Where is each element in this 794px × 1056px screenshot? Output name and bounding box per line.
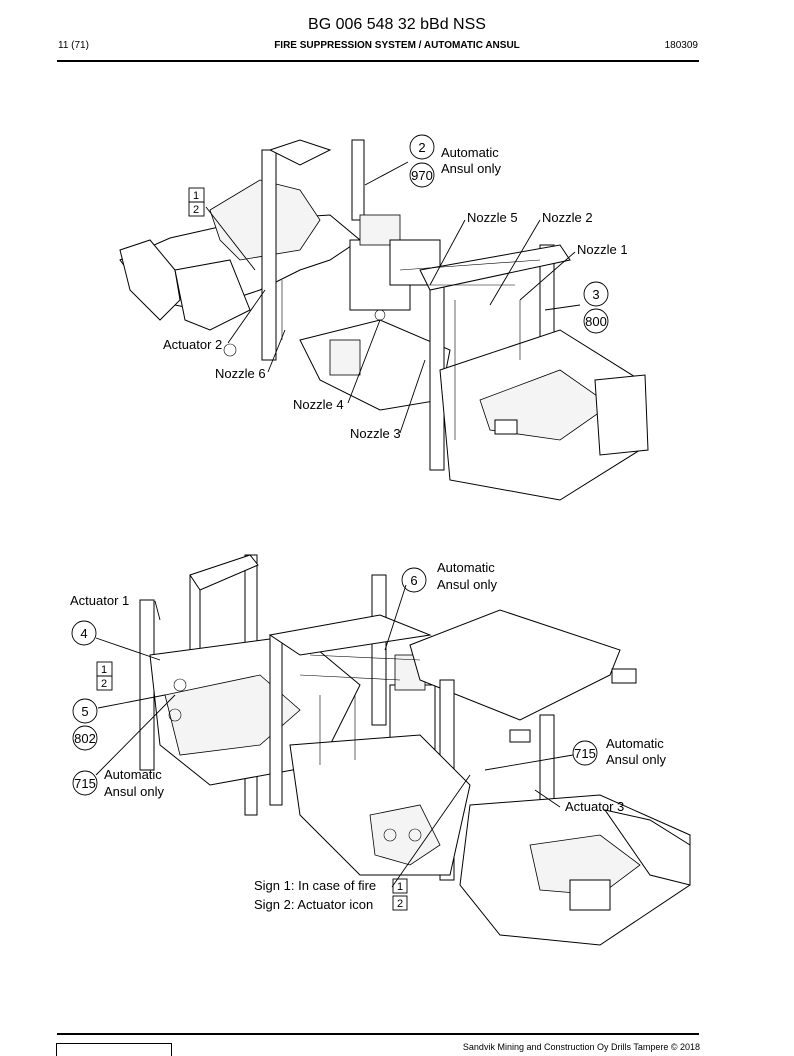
label-ansul-only-a: Ansul only bbox=[437, 577, 497, 592]
sign-box-2 bbox=[392, 895, 408, 911]
label-automatic-c: Automatic bbox=[606, 736, 664, 751]
label-ansul-only-b: Ansul only bbox=[104, 784, 164, 799]
callout-circle-4 bbox=[71, 620, 97, 646]
leader-lines-bottom bbox=[95, 584, 574, 888]
callout-4: 4 bbox=[80, 626, 87, 641]
label-nozzle-4: Nozzle 4 bbox=[293, 397, 344, 412]
callout-5: 5 bbox=[81, 704, 88, 719]
page-number: 11 (71) bbox=[58, 40, 89, 51]
label-nozzle-1: Nozzle 1 bbox=[577, 242, 628, 257]
footer-copyright: Sandvik Mining and Construction Oy Drill… bbox=[462, 1042, 700, 1052]
label-nozzle-2: Nozzle 2 bbox=[542, 210, 593, 225]
box-2 bbox=[188, 201, 205, 217]
header-rule bbox=[57, 60, 699, 62]
box-b1-label: 1 bbox=[101, 664, 107, 676]
callout-6: 6 bbox=[410, 573, 417, 588]
callout-circle-2 bbox=[409, 134, 435, 160]
sign-box-2-label: 2 bbox=[397, 898, 403, 910]
machine-outline-bottom bbox=[139, 554, 691, 946]
callout-circle-5 bbox=[72, 698, 98, 724]
sign-box-1 bbox=[392, 878, 408, 894]
callout-800: 800 bbox=[585, 314, 607, 329]
callout-circle-6 bbox=[401, 567, 427, 593]
callout-2: 2 bbox=[418, 140, 425, 155]
label-ansul-only-c: Ansul only bbox=[606, 752, 666, 767]
callout-circle-715-right bbox=[572, 740, 598, 766]
label-automatic-b: Automatic bbox=[104, 767, 162, 782]
document-date: 180309 bbox=[664, 40, 698, 51]
callout-970: 970 bbox=[411, 168, 433, 183]
box-b2 bbox=[96, 675, 113, 691]
leader-lines-top bbox=[205, 161, 581, 434]
top-machine-drawing: 2 970 Automatic Ansul only 1 2 Nozzle 5 … bbox=[119, 134, 649, 501]
box-b2-label: 2 bbox=[101, 678, 107, 690]
label-actuator-1: Actuator 1 bbox=[70, 593, 129, 608]
callout-circle-3 bbox=[583, 281, 609, 307]
callout-circle-800 bbox=[583, 308, 609, 334]
bottom-machine-drawing: Automatic Ansul only 6 Actuator 1 4 1 2 … bbox=[70, 554, 691, 946]
document-title: BG 006 548 32 bBd NSS bbox=[308, 16, 486, 33]
callout-circle-715-left bbox=[72, 770, 98, 796]
footer-rule bbox=[57, 1033, 699, 1035]
label-automatic: Automatic bbox=[441, 145, 499, 160]
box-2-label: 2 bbox=[193, 204, 199, 216]
box-1-label: 1 bbox=[193, 190, 199, 202]
callout-802: 802 bbox=[74, 731, 96, 746]
company-logo bbox=[56, 1043, 172, 1056]
label-sign-1: Sign 1: In case of fire bbox=[254, 878, 376, 893]
label-nozzle-3: Nozzle 3 bbox=[350, 426, 401, 441]
callout-715-left: 715 bbox=[74, 776, 96, 791]
label-ansul-only: Ansul only bbox=[441, 161, 501, 176]
callout-3: 3 bbox=[592, 287, 599, 302]
label-nozzle-6: Nozzle 6 bbox=[215, 366, 266, 381]
label-automatic-a: Automatic bbox=[437, 560, 495, 575]
callout-circle-802 bbox=[72, 725, 98, 751]
machine-outline-top bbox=[119, 139, 649, 501]
label-nozzle-5: Nozzle 5 bbox=[467, 210, 518, 225]
label-actuator-3: Actuator 3 bbox=[565, 799, 624, 814]
label-sign-2: Sign 2: Actuator icon bbox=[254, 897, 373, 912]
label-actuator-2: Actuator 2 bbox=[163, 337, 222, 352]
callout-circle-970 bbox=[409, 162, 435, 188]
section-title: FIRE SUPPRESSION SYSTEM / AUTOMATIC ANSU… bbox=[274, 40, 520, 51]
sign-box-1-label: 1 bbox=[397, 881, 403, 893]
callout-715-right: 715 bbox=[574, 746, 596, 761]
